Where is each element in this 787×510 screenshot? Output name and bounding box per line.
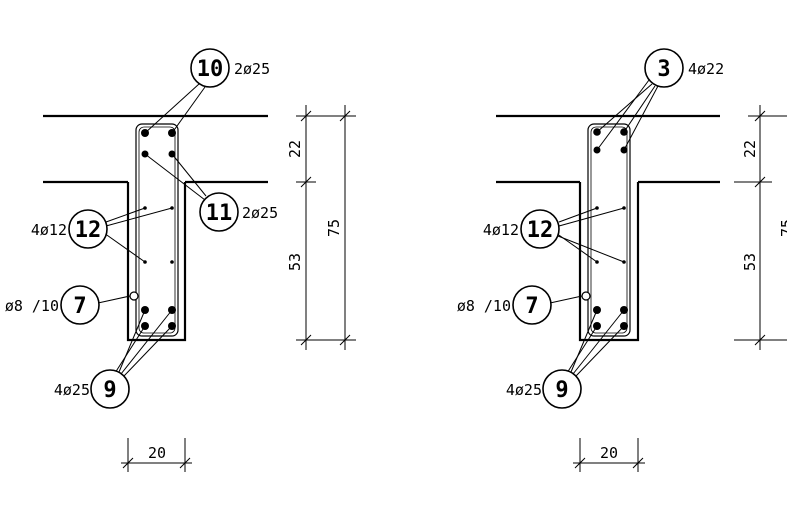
web-bar-spec: 4ø12: [483, 221, 519, 239]
mark-bubble: [190, 48, 230, 88]
leaders-right: [549, 79, 659, 377]
mark-bubble: [644, 48, 684, 88]
marks-right: [512, 48, 684, 409]
stirrup-spec: ø8 /10: [5, 297, 59, 315]
rebars-left: [129, 129, 176, 330]
dim-width: 20: [148, 444, 166, 462]
mark-bubble: [512, 285, 552, 325]
stirrup-marker: [129, 291, 139, 301]
dim-width: 20: [600, 444, 618, 462]
bottom-bar-mark: 9: [103, 378, 116, 403]
marks-left: [60, 48, 239, 409]
dimensions-right: [573, 105, 787, 472]
beam-section-left: [43, 114, 268, 342]
mark-bubble: [199, 192, 239, 232]
dim-web: 53: [286, 253, 304, 271]
top-bar-spec: 2ø25: [234, 60, 270, 78]
mark-bubble: [68, 209, 108, 249]
stirrup-mark: 7: [73, 294, 86, 319]
mark-bubble: [520, 209, 560, 249]
side-bar-mark: 11: [206, 201, 233, 226]
leaders-left: [97, 83, 207, 377]
stirrup-marker: [581, 291, 591, 301]
web-bar-spec: 4ø12: [31, 221, 67, 239]
stirrup: [135, 123, 179, 337]
side-bar-spec: 2ø25: [242, 204, 278, 222]
mark-bubble: [542, 369, 582, 409]
web-bar-mark: 12: [527, 218, 554, 243]
dim-slab: 22: [286, 140, 304, 158]
dim-slab: 22: [741, 140, 759, 158]
stirrup-mark: 7: [525, 294, 538, 319]
stirrup-spec: ø8 /10: [457, 297, 511, 315]
bottom-bar-mark: 9: [555, 378, 568, 403]
dim-total: 75: [325, 219, 343, 237]
rebars-right: [581, 128, 628, 330]
stirrup-inner: [590, 126, 628, 334]
top-bar-mark: 3: [657, 57, 670, 82]
bottom-bar-spec: 4ø25: [506, 381, 542, 399]
top-bar-mark: 10: [197, 57, 224, 82]
web-bar-mark: 12: [75, 218, 102, 243]
beam-web-outline: [126, 182, 187, 342]
beam-web-outline: [578, 182, 640, 342]
beam-section-right: [496, 114, 720, 342]
mark-bubble: [90, 369, 130, 409]
stirrup-inner: [138, 126, 176, 334]
bottom-bar-spec: 4ø25: [54, 381, 90, 399]
web-bar: [170, 260, 174, 264]
top-bar-spec: 4ø22: [688, 60, 724, 78]
dimensions-left: [121, 105, 356, 472]
stirrup: [587, 123, 631, 337]
mark-bubble: [60, 285, 100, 325]
dim-web: 53: [741, 253, 759, 271]
dim-total: 75: [778, 219, 787, 237]
